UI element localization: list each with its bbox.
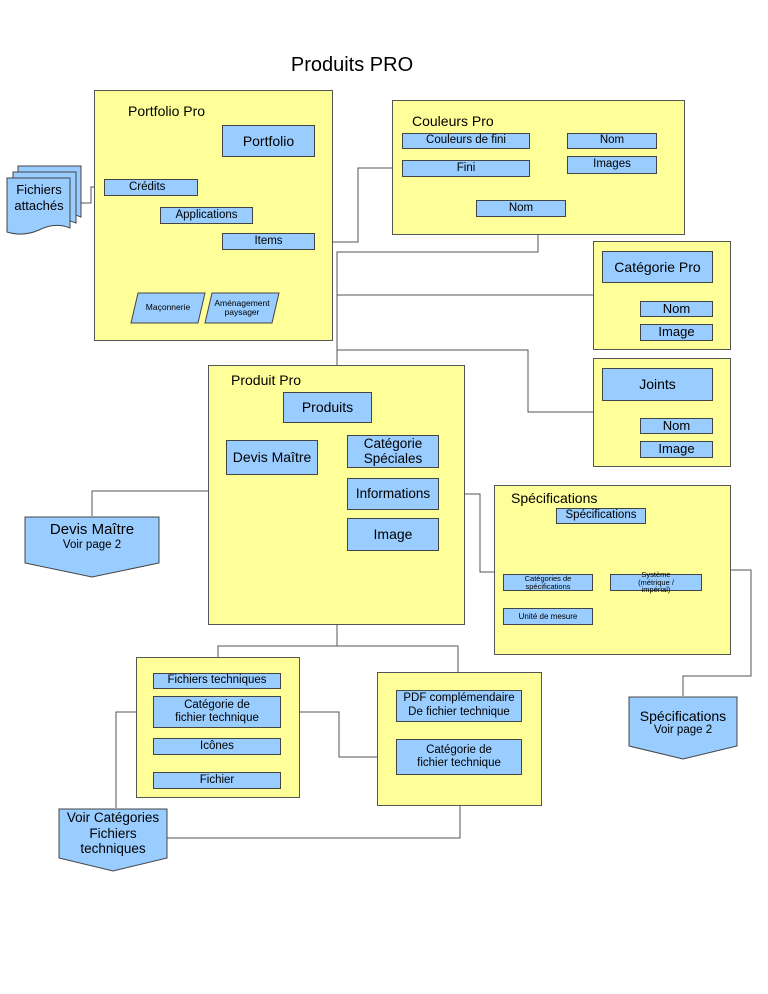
offpage-shape <box>628 696 738 760</box>
parallelogram-shape <box>204 292 280 324</box>
group-label: Spécifications <box>511 490 598 506</box>
doc-fichiers-attaches[interactable]: Fichiers attachés <box>6 165 82 235</box>
node-categorie-pro[interactable]: Catégorie Pro <box>602 251 713 283</box>
node-unite-mesure[interactable]: Unité de mesure <box>503 608 593 625</box>
group-label: Produit Pro <box>231 372 302 388</box>
banner-voir-categories[interactable]: Voir Catégories Fichiers techniques <box>58 808 168 872</box>
node-categories-specs[interactable]: Catégories de spécifications <box>503 574 593 591</box>
node-categorie-pro-nom[interactable]: Nom <box>640 301 713 317</box>
banner-title: Spécifications <box>639 708 727 724</box>
node-joints[interactable]: Joints <box>602 368 713 401</box>
node-fini[interactable]: Fini <box>402 160 530 177</box>
banner-title: Devis Maître <box>49 521 135 538</box>
node-portfolio[interactable]: Portfolio <box>222 125 315 157</box>
node-devis-maitre[interactable]: Devis Maître <box>226 440 318 475</box>
node-spec-specifications[interactable]: Spécifications <box>556 508 646 524</box>
node-joints-nom[interactable]: Nom <box>640 418 713 434</box>
page-title: Produits PRO <box>290 54 414 76</box>
node-items[interactable]: Items <box>222 233 315 250</box>
node-maconnerie[interactable]: Maçonnerie <box>130 292 206 324</box>
banner-title: Voir Catégories Fichiers techniques <box>66 810 160 857</box>
node-joints-image[interactable]: Image <box>640 441 713 458</box>
node-applications[interactable]: Applications <box>160 207 253 224</box>
node-categorie-speciales[interactable]: Catégorie Spéciales <box>347 435 439 468</box>
banner-subtitle: Voir page 2 <box>653 724 713 736</box>
group-label: Portfolio Pro <box>128 103 206 119</box>
node-label: Maçonnerie <box>145 302 191 313</box>
node-fichiers-techniques[interactable]: Fichiers techniques <box>153 673 281 689</box>
offpage-shape <box>58 808 168 872</box>
node-fichier[interactable]: Fichier <box>153 772 281 789</box>
banner-specifications[interactable]: Spécifications Voir page 2 <box>628 696 738 760</box>
offpage-shape <box>24 516 160 578</box>
node-fini-nom[interactable]: Nom <box>476 200 566 217</box>
node-credits[interactable]: Crédits <box>104 179 198 196</box>
node-systeme[interactable]: Système (métrique / impérial) <box>610 571 702 594</box>
document-stack-icon <box>6 165 82 235</box>
node-cat-fichier-technique-2[interactable]: Catégorie de fichier technique <box>396 739 522 775</box>
node-categorie-pro-image[interactable]: Image <box>640 324 713 341</box>
node-couleurs-nom[interactable]: Nom <box>567 133 657 149</box>
node-couleurs-de-fini[interactable]: Couleurs de fini <box>402 133 530 149</box>
node-couleurs-images[interactable]: Images <box>567 156 657 174</box>
node-image[interactable]: Image <box>347 518 439 551</box>
node-informations[interactable]: Informations <box>347 478 439 510</box>
node-icones[interactable]: Icônes <box>153 738 281 755</box>
banner-devis-maitre[interactable]: Devis Maître Voir page 2 <box>24 516 160 578</box>
doc-label: Fichiers attachés <box>14 182 64 213</box>
banner-subtitle: Voir page 2 <box>62 539 122 551</box>
parallelogram-shape <box>130 292 206 324</box>
node-cat-fichier-technique[interactable]: Catégorie de fichier technique <box>153 696 281 728</box>
node-label: Aménagement paysager <box>214 297 270 317</box>
node-produits[interactable]: Produits <box>283 392 372 423</box>
node-pdf-complementaire[interactable]: PDF complémendaire De fichier technique <box>396 690 522 722</box>
group-label: Couleurs Pro <box>412 113 494 129</box>
node-amenagement[interactable]: Aménagement paysager <box>204 292 280 324</box>
